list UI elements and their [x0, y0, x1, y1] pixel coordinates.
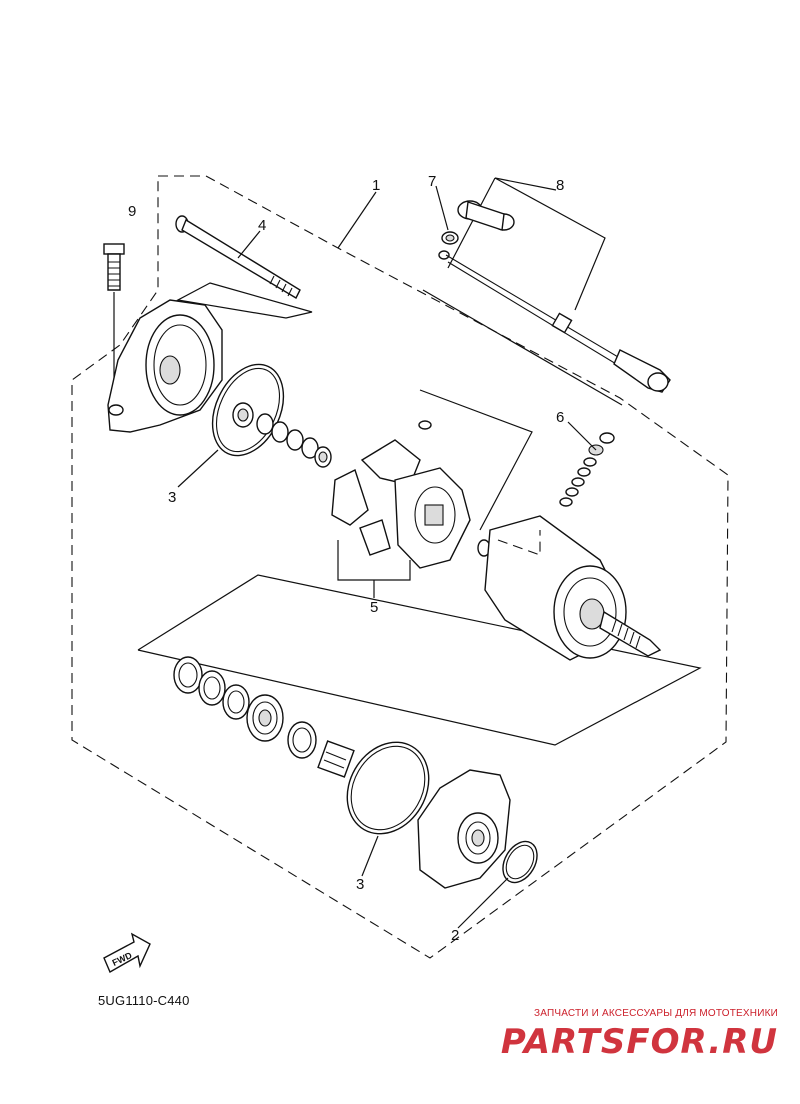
callout-4: 4: [258, 217, 266, 234]
bracket-4: [176, 282, 313, 319]
callout-5: 5: [370, 599, 378, 616]
o-ring-lower: [346, 741, 430, 835]
bracket-8: [422, 177, 623, 406]
callout-9: 9: [128, 203, 136, 220]
callout-2: 2: [451, 927, 459, 944]
callout-8: 8: [556, 177, 564, 194]
fwd-arrow-icon: FWD: [103, 932, 151, 973]
washer-stack-part-6: [559, 432, 615, 507]
motor-yoke: [477, 515, 662, 661]
callout-3-lower: 3: [356, 876, 364, 893]
seal-stack-lower: [173, 656, 355, 778]
callout-3-upper: 3: [168, 489, 176, 506]
rear-cover: [417, 769, 511, 889]
o-ring-part-2: [502, 840, 538, 884]
callout-1: 1: [372, 177, 380, 194]
callout-7: 7: [428, 173, 436, 190]
front-cover: [107, 299, 223, 433]
bracket-seals: [137, 574, 702, 746]
watermark-logo: PARTSFOR.RU: [500, 1022, 778, 1062]
diagram-code: 5UG1110-C440: [98, 993, 190, 1008]
brush-holder-part-5: [331, 420, 471, 569]
through-bolt-part-4: [175, 215, 301, 299]
callout-6: 6: [556, 409, 564, 426]
watermark-tagline: ЗАПЧАСТИ И АКСЕССУАРЫ ДЛЯ МОТОТЕХНИКИ: [533, 1008, 778, 1019]
nut-part-7: [438, 231, 459, 260]
leader-lines: [177, 177, 597, 929]
washer-stack-upper: [232, 402, 332, 468]
cable-part-8: [445, 200, 671, 393]
assembly-dashed-outline: [71, 175, 729, 959]
bolt-part-9: [103, 243, 125, 398]
